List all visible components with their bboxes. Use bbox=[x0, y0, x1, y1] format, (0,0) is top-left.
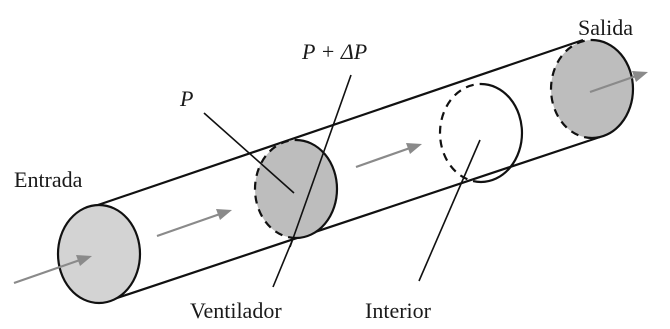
pipe bbox=[94, 38, 601, 304]
pipe-top-edge bbox=[94, 38, 584, 208]
outlet-disk-solid-edge bbox=[591, 38, 635, 140]
fan-disk-solid-edge bbox=[295, 138, 339, 240]
fan-disk-fill bbox=[255, 140, 337, 238]
outlet-disk bbox=[549, 38, 635, 140]
outlet-disk-dashed-edge bbox=[549, 38, 593, 140]
flow-arrow-2 bbox=[355, 143, 422, 169]
flow-arrow-inlet bbox=[13, 255, 92, 285]
interior-disk bbox=[438, 82, 524, 184]
leader-p bbox=[203, 112, 295, 194]
interior-disk-dashed-edge bbox=[438, 82, 482, 184]
outlet-label: Salida bbox=[578, 15, 633, 40]
fan-label: Ventilador bbox=[190, 298, 282, 323]
flow-arrow-1 bbox=[156, 209, 232, 238]
fan-disk-dashed-edge bbox=[253, 138, 297, 240]
inlet-label: Entrada bbox=[14, 167, 83, 192]
fan-disk bbox=[253, 138, 339, 240]
flow-arrow-outlet bbox=[589, 71, 648, 94]
outlet-disk-fill bbox=[551, 40, 633, 138]
interior-label: Interior bbox=[365, 298, 432, 323]
leader-interior bbox=[418, 139, 481, 282]
pressure-label: P bbox=[179, 86, 193, 111]
flow-arrows bbox=[13, 71, 648, 285]
leader-p-delta bbox=[289, 74, 352, 248]
pressure-rise-label: P + ΔP bbox=[301, 39, 367, 64]
leader-lines bbox=[203, 74, 481, 288]
interior-disk-solid-edge bbox=[480, 82, 524, 184]
inlet-disk bbox=[56, 203, 142, 305]
leader-fan bbox=[272, 240, 293, 288]
pipe-bottom-edge bbox=[104, 135, 601, 304]
